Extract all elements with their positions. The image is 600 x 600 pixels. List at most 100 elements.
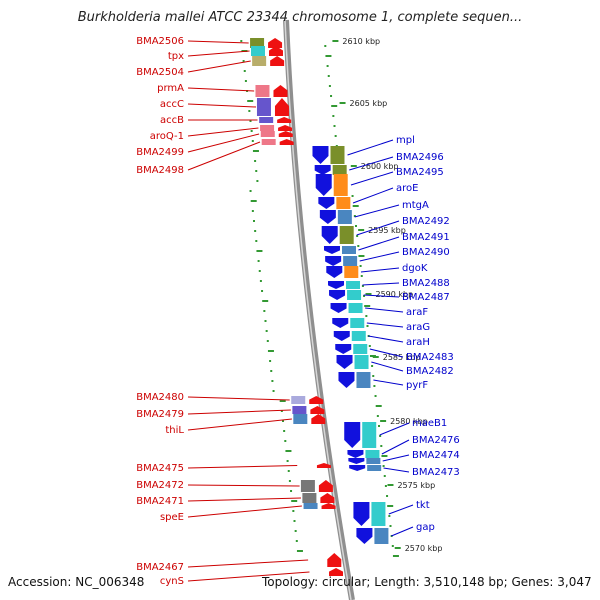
guide-dot-left [248,110,251,112]
reverse-gene-arrow [330,303,347,313]
forward-gene-cog-box [250,46,265,56]
guide-dot-left [294,530,297,532]
reverse-label-leader [373,379,404,386]
reverse-gene-cog-box [356,372,371,388]
forward-label-leader [187,60,251,73]
reverse-label-leader [347,139,394,156]
forward-label-leader [187,87,255,92]
guide-dot-right [332,115,335,117]
reverse-gene-arrow [336,355,353,369]
reverse-label-leader [388,504,414,515]
forward-gene-label: cynS [160,576,184,587]
guide-dot-left [264,320,267,322]
reverse-label-leader [349,156,394,171]
reverse-gene-label: maeB1 [412,418,447,429]
guide-dot-right [376,415,379,417]
guide-dot-left [249,120,252,122]
reverse-strand-genes [312,146,389,544]
guide-dot-left [282,420,284,422]
chromosome-backbone-line [283,19,355,600]
forward-gene-label: BMA2467 [136,562,184,573]
guide-dot-right [365,315,368,317]
guide-dot-left [286,460,289,462]
guide-dot-right [351,195,354,197]
reverse-gene-label: aroE [396,183,418,194]
forward-label-leader [187,418,292,431]
reverse-gene-cog-box [351,331,366,341]
reverse-gene-arrow [353,502,370,526]
forward-gene-arrow [270,56,285,66]
guide-dot-left [250,200,257,202]
reverse-gene-cog-box [337,210,352,224]
scale-tick-label: 2595 kbp [368,226,406,235]
guide-dot-left [255,240,258,242]
forward-gene-arrow [310,406,325,414]
reverse-gene-cog-box [343,256,358,266]
guide-dot-left [295,540,298,542]
reverse-label-leader [359,251,400,262]
guide-dot-left [255,170,258,172]
reverse-gene-cog-box [350,318,365,328]
reverse-gene-arrow [315,174,332,196]
guide-dot-left [252,150,259,152]
reverse-gene-arrow [314,165,331,175]
reverse-label-leader [381,439,410,455]
guide-dot-right [388,515,391,517]
guide-dot-left [257,260,260,262]
forward-label-leader [187,396,290,401]
guide-dot-left [240,40,243,42]
guide-dot-left [256,250,263,252]
forward-label-leader [187,484,300,487]
reverse-gene-cog-box [371,502,386,526]
reverse-label-leader [371,361,404,372]
reverse-gene-arrow [329,290,346,300]
guide-dot-right [327,75,330,77]
forward-gene-label: speE [160,512,184,523]
guide-dot-right [384,485,387,487]
guide-dot-left [267,350,274,352]
forward-gene-cog-box [260,131,275,137]
reverse-label-leader [383,467,410,473]
forward-gene-arrow [318,480,333,492]
guide-dot-left [269,360,272,362]
reverse-gene-cog-box [341,246,356,254]
guide-dot-right [364,305,371,307]
guide-dot-right [363,295,366,297]
guide-dot-right [383,475,386,477]
guide-dot-right [330,95,333,97]
reverse-label-leader [382,454,410,462]
forward-gene-label: tpx [168,51,184,62]
gene-labels: BMA2506tpxBMA2504prmAaccCaccBaroQ-1BMA24… [136,36,460,587]
guide-dot-left [243,70,246,72]
reverse-label-leader [356,220,400,236]
forward-gene-label: aroQ-1 [150,131,184,142]
guide-dots [240,40,399,557]
guide-dot-right [382,465,385,467]
reverse-gene-arrow [326,266,343,278]
scale-tick-label: 2575 kbp [397,481,435,490]
reverse-gene-arrow [318,197,335,209]
reverse-gene-label: mtgA [402,200,429,211]
guide-dot-right [324,45,327,47]
forward-label-leader [187,465,298,469]
guide-dot-left [288,480,291,482]
accession-text: Accession: NC_006348 [8,575,145,589]
guide-dot-left [280,410,283,412]
reverse-label-leader [352,187,394,204]
guide-dot-left [256,180,259,182]
forward-gene-label: accC [160,99,184,110]
guide-dot-right [325,55,332,57]
guide-dot-left [287,470,290,472]
reverse-gene-label: BMA2495 [396,167,444,178]
guide-dot-right [391,545,394,547]
reverse-gene-cog-box [367,465,382,471]
reverse-label-leader [350,171,394,186]
forward-gene-cog-box [292,406,307,414]
map-title: Burkholderia mallei ATCC 23344 chromosom… [77,10,523,25]
forward-gene-label: BMA2479 [136,409,184,420]
guide-dot-left [258,270,261,272]
reverse-gene-arrow [323,246,340,254]
reverse-gene-label: BMA2496 [396,152,444,163]
forward-strand-genes [250,38,344,576]
